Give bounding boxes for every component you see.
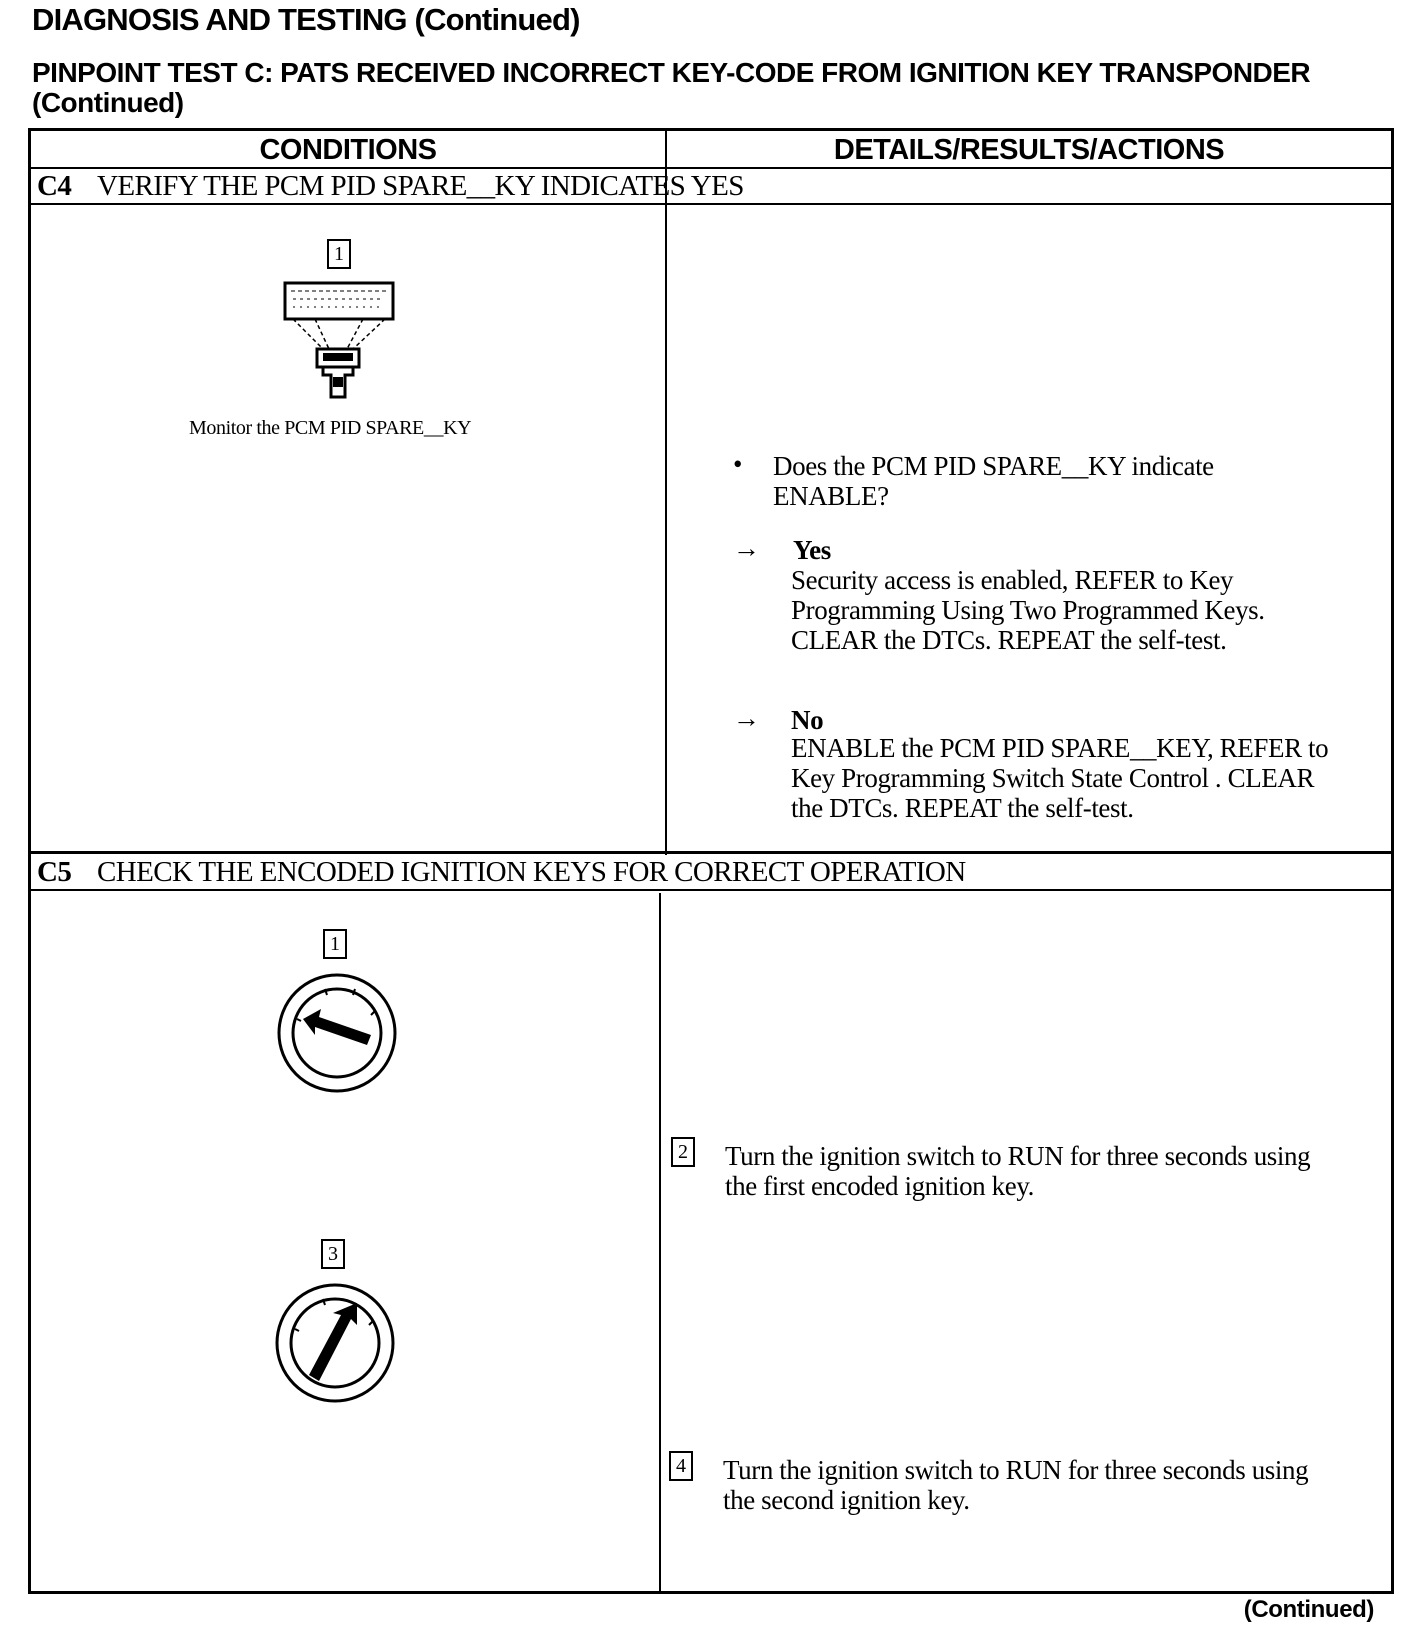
c4-illustration-caption: Monitor the PCM PID SPARE__KY [189,417,472,439]
column-header-conditions: CONDITIONS [259,134,437,166]
column-divider-c4 [665,131,667,855]
scan-tool-icon [283,281,395,399]
callout-box-c4-1: 1 [327,239,351,269]
column-divider-c5 [659,893,661,1593]
c4-no-text: ENABLE the PCM PID SPARE__KEY, REFER to … [791,733,1329,823]
step-c5-id: C5 [37,856,72,888]
callout-box-c5-1: 1 [323,929,347,959]
page-title: DIAGNOSIS AND TESTING (Continued) [32,2,580,37]
callout-box-c5-3: 3 [321,1239,345,1269]
step-c4-title: VERIFY THE PCM PID SPARE__KY INDICATES Y… [97,170,744,202]
c5-title-divider [31,889,1391,891]
c5-step-2-text: Turn the ignition switch to RUN for thre… [725,1141,1311,1201]
callout-box-c5-2: 2 [671,1137,695,1167]
ignition-switch-off-icon [277,973,397,1093]
c5-step-4-text: Turn the ignition switch to RUN for thre… [723,1455,1309,1515]
continued-label: (Continued) [1243,1596,1375,1623]
test-title: PINPOINT TEST C: PATS RECEIVED INCORRECT… [32,57,1311,118]
step-c4-id: C4 [37,170,72,202]
c4-title-divider [31,203,1391,205]
c4-yes-arrow: → [733,533,760,563]
ignition-switch-run-icon [275,1283,395,1403]
pinpoint-test-table: CONDITIONS DETAILS/RESULTS/ACTIONS C4 VER… [28,128,1394,1594]
c4-no-label: No [791,705,824,735]
step-c5-title: CHECK THE ENCODED IGNITION KEYS FOR CORR… [97,856,966,888]
header-divider [31,167,1391,169]
step-c4-title-row: C4 VERIFY THE PCM PID SPARE__KY INDICATES… [37,167,1391,205]
c4-no-arrow: → [733,703,760,733]
callout-box-c5-4: 4 [669,1451,693,1481]
c4-yes-text: Security access is enabled, REFER to Key… [791,565,1265,655]
c4-question-text: Does the PCM PID SPARE__KY indicate ENAB… [773,451,1214,511]
c4-yes-label: Yes [793,535,831,565]
c5-top-divider [31,851,1391,854]
column-header-details: DETAILS/RESULTS/ACTIONS [833,134,1225,166]
step-c5-title-row: C5 CHECK THE ENCODED IGNITION KEYS FOR CO… [37,853,1391,891]
c4-question-bullet: • [733,449,743,479]
